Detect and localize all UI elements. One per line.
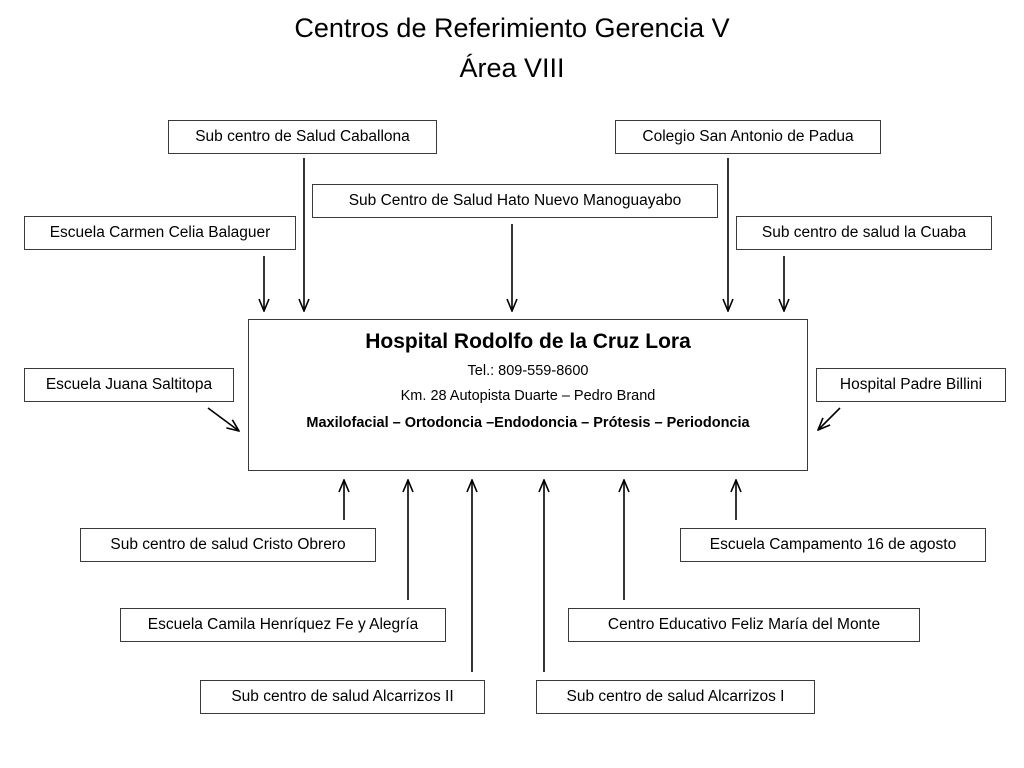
node-caballona: Sub centro de Salud Caballona (168, 120, 437, 154)
node-alcarrizos-i: Sub centro de salud Alcarrizos I (536, 680, 815, 714)
hospital-phone: Tel.: 809-559-8600 (467, 363, 589, 379)
hospital-node: Hospital Rodolfo de la Cruz Lora Tel.: 8… (248, 319, 808, 471)
hospital-specialties: Maxilofacial – Ortodoncia –Endodoncia – … (306, 415, 750, 431)
hospital-name: Hospital Rodolfo de la Cruz Lora (365, 330, 691, 353)
node-san-antonio: Colegio San Antonio de Padua (615, 120, 881, 154)
node-juana-saltitopa: Escuela Juana Saltitopa (24, 368, 234, 402)
arrow-juana-saltitopa (207, 407, 239, 431)
arrow-padre-billini (818, 407, 841, 430)
node-la-cuaba: Sub centro de salud la Cuaba (736, 216, 992, 250)
node-alcarrizos-ii: Sub centro de salud Alcarrizos II (200, 680, 485, 714)
node-campamento: Escuela Campamento 16 de agosto (680, 528, 986, 562)
node-hato-nuevo: Sub Centro de Salud Hato Nuevo Manoguaya… (312, 184, 718, 218)
node-padre-billini: Hospital Padre Billini (816, 368, 1006, 402)
node-cristo-obrero: Sub centro de salud Cristo Obrero (80, 528, 376, 562)
hospital-address: Km. 28 Autopista Duarte – Pedro Brand (400, 388, 656, 404)
node-carmen-celia: Escuela Carmen Celia Balaguer (24, 216, 296, 250)
diagram-title-line1: Centros de Referimiento Gerencia V (294, 13, 730, 43)
node-camila-henriquez: Escuela Camila Henríquez Fe y Alegría (120, 608, 446, 642)
diagram-title-line2: Área VIII (459, 53, 565, 83)
node-feliz-maria: Centro Educativo Feliz María del Monte (568, 608, 920, 642)
